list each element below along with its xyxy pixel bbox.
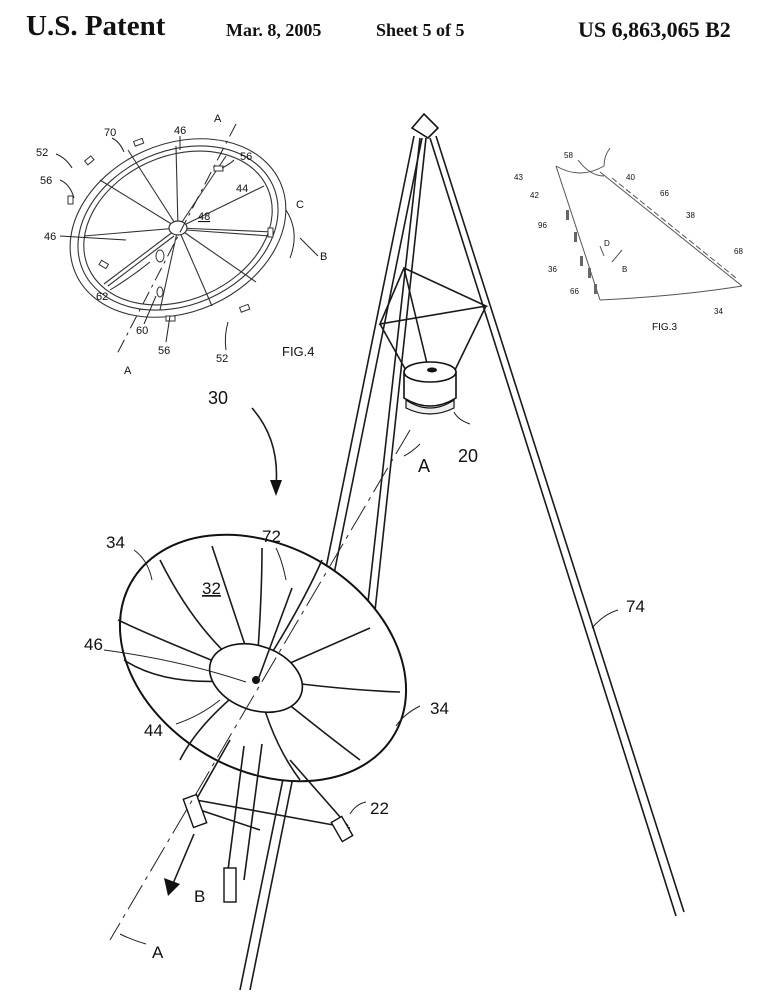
- fig4-label-46a: 46: [174, 125, 186, 137]
- label-44: 44: [144, 721, 163, 740]
- fig3-label-66b: 66: [570, 287, 579, 296]
- fig3-label-66a: 66: [660, 189, 669, 198]
- fig3-label-42: 42: [530, 191, 539, 200]
- fig3-label-68: 68: [734, 247, 743, 256]
- fig4-label-60: 60: [136, 325, 148, 337]
- fig4-label-a1: A: [214, 113, 222, 125]
- fig3-drawing: [555, 147, 743, 301]
- fig3-label-d: D: [604, 239, 610, 248]
- cooking-pot: [403, 361, 457, 415]
- fig4-label-56c: 56: [158, 345, 170, 357]
- dish-stand: [182, 739, 354, 903]
- fig4-caption: FIG.4: [282, 344, 315, 359]
- header-patent-number: US 6,863,065 B2: [578, 17, 731, 42]
- label-30: 30: [208, 388, 228, 408]
- label-72: 72: [262, 527, 281, 546]
- fig4-label-56b: 56: [240, 151, 252, 163]
- fig4-label-44: 44: [236, 183, 248, 195]
- arrow-30: [251, 407, 282, 496]
- header-title: U.S. Patent: [26, 10, 166, 42]
- label-22: 22: [370, 799, 389, 818]
- fig4-label-b: B: [320, 251, 327, 263]
- label-20: 20: [458, 446, 478, 466]
- parabolic-dish: [117, 533, 408, 783]
- axis-a-line: [109, 429, 421, 945]
- label-46: 46: [84, 635, 103, 654]
- fig3-label-b: B: [622, 265, 627, 274]
- fig4-label-62: 62: [96, 291, 108, 303]
- fig4-label-a2: A: [124, 365, 132, 377]
- fig3-labels: 58 43 40 42 66 38 96 D B 36 68 66 34 FIG…: [514, 151, 743, 333]
- label-34-right: 34: [430, 699, 449, 718]
- fig3-label-40: 40: [626, 173, 635, 182]
- label-34-left: 34: [106, 533, 125, 552]
- label-a-lower: A: [152, 943, 164, 962]
- fig4-label-56a: 56: [40, 175, 52, 187]
- fig4-label-70: 70: [104, 127, 116, 139]
- fig3-label-38: 38: [686, 211, 695, 220]
- fig4-label-52a: 52: [36, 147, 48, 159]
- label-74: 74: [626, 597, 645, 616]
- label-b: B: [194, 887, 205, 906]
- header-date: Mar. 8, 2005: [226, 20, 322, 40]
- fig4-label-52b: 52: [216, 353, 228, 365]
- fig3-label-34: 34: [714, 307, 723, 316]
- fig3-caption: FIG.3: [652, 322, 677, 333]
- main-labels: 30 20 A 72 34 32 46 44 34 74 22 B A: [84, 388, 645, 962]
- leader-lines: [103, 411, 619, 815]
- fig3-label-36: 36: [548, 265, 557, 274]
- fig4-drawing: [55, 123, 319, 357]
- label-32: 32: [202, 579, 221, 598]
- tripod-stand: [239, 112, 685, 991]
- fig4-label-48: 48: [198, 211, 210, 223]
- fig3-label-58: 58: [564, 151, 573, 160]
- arrow-b: [164, 833, 195, 896]
- header-sheet: Sheet 5 of 5: [376, 20, 465, 40]
- fig4-labels: 52 56 70 46 A 56 44 48 46 C B 62 60 56 5…: [36, 113, 327, 377]
- fig3-label-96: 96: [538, 221, 547, 230]
- fig3-label-43: 43: [514, 173, 523, 182]
- fig4-label-c: C: [296, 199, 304, 211]
- fig4-label-46b: 46: [44, 231, 56, 243]
- label-a-upper: A: [418, 456, 430, 476]
